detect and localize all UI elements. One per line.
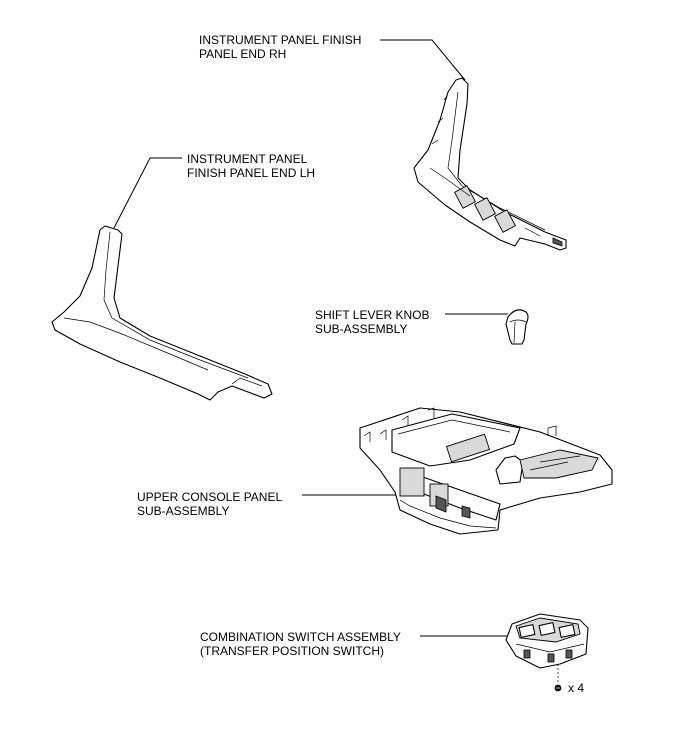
screw-icon — [554, 684, 562, 692]
label-shift-knob-line2: SUB-ASSEMBLY — [315, 322, 408, 336]
label-screw-count: x 4 — [568, 681, 585, 695]
leader-panel-lh — [113, 157, 182, 229]
label-panel-lh: INSTRUMENT PANEL FINISH PANEL END LH — [187, 152, 315, 180]
leader-panel-rh — [380, 39, 466, 81]
label-upper-console-line2: SUB-ASSEMBLY — [137, 504, 230, 518]
label-panel-rh: INSTRUMENT PANEL FINISH PANEL END RH — [199, 33, 361, 61]
label-panel-rh-line1: INSTRUMENT PANEL FINISH — [199, 33, 362, 47]
combination-switch-drawing — [505, 613, 589, 692]
label-panel-lh-line2: FINISH PANEL END LH — [187, 166, 316, 180]
label-upper-console-line1: UPPER CONSOLE PANEL — [137, 490, 283, 504]
label-panel-lh-line1: INSTRUMENT PANEL — [187, 152, 308, 166]
label-combination-switch: COMBINATION SWITCH ASSEMBLY (TRANSFER PO… — [200, 630, 401, 658]
shift-knob-drawing — [505, 309, 529, 345]
panel-end-rh-drawing — [413, 77, 567, 251]
leader-lines — [113, 39, 512, 637]
panel-end-lh-drawing — [51, 225, 273, 401]
label-shift-knob: SHIFT LEVER KNOB SUB-ASSEMBLY — [315, 308, 429, 336]
label-upper-console: UPPER CONSOLE PANEL SUB-ASSEMBLY — [137, 490, 282, 518]
label-shift-knob-line1: SHIFT LEVER KNOB — [315, 308, 430, 322]
label-combination-switch-line1: COMBINATION SWITCH ASSEMBLY — [200, 630, 401, 644]
upper-console-drawing — [359, 407, 613, 535]
label-combination-switch-line2: (TRANSFER POSITION SWITCH) — [200, 644, 384, 658]
label-panel-rh-line2: PANEL END RH — [199, 47, 287, 61]
